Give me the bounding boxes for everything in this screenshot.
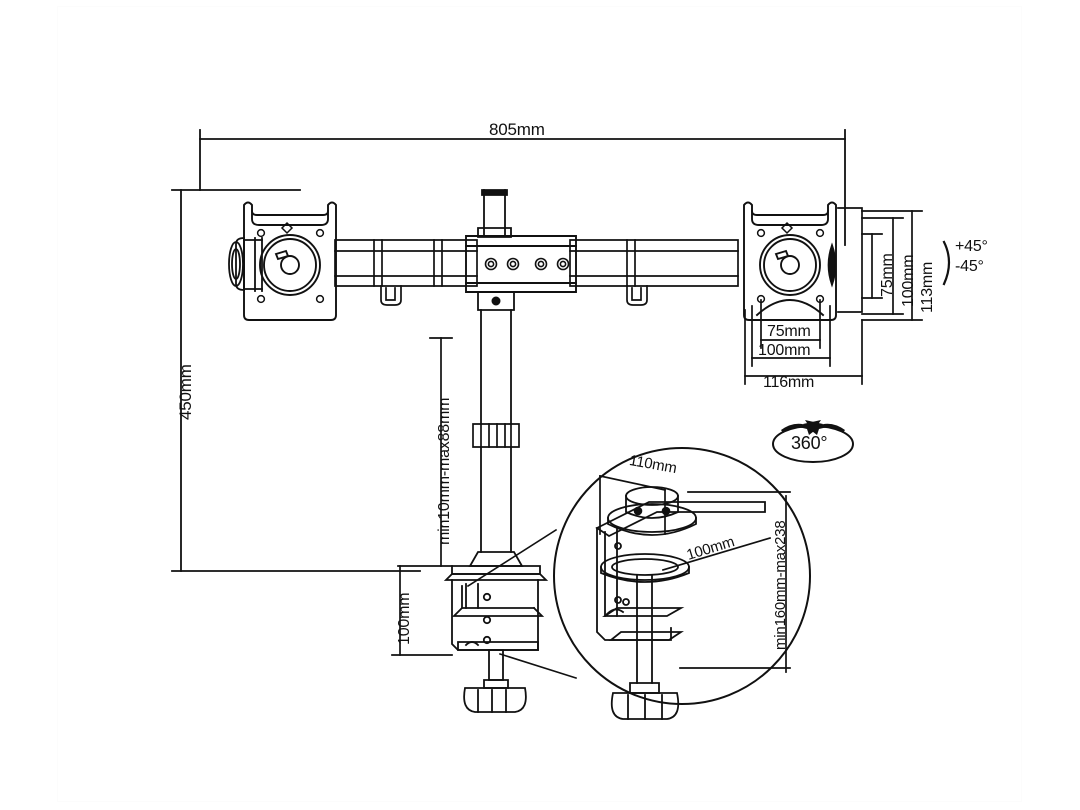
inset-inner-ring [600, 553, 690, 583]
left-pivot-hub [259, 234, 321, 296]
rotation-badge-icon [772, 420, 854, 463]
left-vesa-screw-holes [256, 221, 325, 304]
dim-overall-height [171, 189, 421, 572]
label-plate-width: 116mm [763, 374, 815, 391]
center-hub-screws [484, 257, 570, 271]
label-tilt-down: -45° [955, 258, 984, 275]
inset-top-plate [607, 503, 697, 536]
desk-clamp-assembly [451, 579, 545, 651]
inset-dim-110 [598, 474, 667, 535]
label-vesa-vertical-75: 75mm [879, 253, 896, 297]
dim-clamp-thickness [397, 337, 453, 567]
inset-leader-lines [466, 528, 578, 680]
dim-overall-width [199, 129, 846, 246]
left-arm-tube [334, 239, 478, 287]
dim-vesa-h75 [760, 299, 821, 349]
left-tilt-knob [228, 237, 263, 292]
label-inset-pole-height: min160mm-max238 [772, 520, 789, 650]
main-pole [477, 291, 515, 553]
inset-dim-100-diagonal [661, 536, 772, 572]
inset-detail-circle [553, 447, 811, 705]
label-overall-width: 805mm [489, 120, 545, 139]
right-tilt-slot [827, 242, 837, 288]
dim-vesa-v100 [861, 217, 904, 315]
upper-post [477, 189, 512, 238]
dim-plate-width-116 [744, 309, 863, 385]
right-pivot-hub [759, 234, 821, 296]
clamp-thumb-screw [463, 649, 527, 713]
label-rotation: 360° [791, 433, 828, 453]
drawing-frame [57, 6, 1022, 802]
right-arm-tube [569, 239, 739, 287]
inset-clamp-body [595, 501, 766, 641]
label-vesa-horizontal-100: 100mm [758, 342, 811, 359]
right-mount-bracket [837, 207, 863, 313]
center-hub-block [465, 235, 577, 293]
dim-plate-height-113 [861, 210, 923, 321]
right-cable-clip [626, 285, 648, 306]
dim-pole-clearance [391, 565, 453, 656]
dim-vesa-h100 [751, 305, 831, 367]
pole-base-flange [443, 551, 549, 581]
label-overall-height: 450mm [176, 364, 195, 420]
label-plate-height: 113mm [919, 261, 936, 313]
pole-adjust-collar [472, 423, 520, 448]
tilt-arc-icon [942, 240, 951, 286]
label-vesa-horizontal-75: 75mm [767, 323, 811, 340]
dim-vesa-v75 [861, 233, 883, 299]
label-tilt-up: +45° [955, 238, 988, 255]
inset-dim-height-range [679, 491, 791, 673]
label-vesa-vertical-100: 100mm [900, 254, 917, 307]
label-clamp-thickness: min10mm-max88mm [436, 397, 453, 545]
inset-screw-shaft [610, 574, 680, 720]
left-cable-clip [380, 285, 402, 306]
label-pole-clearance: 100mm [396, 592, 413, 645]
